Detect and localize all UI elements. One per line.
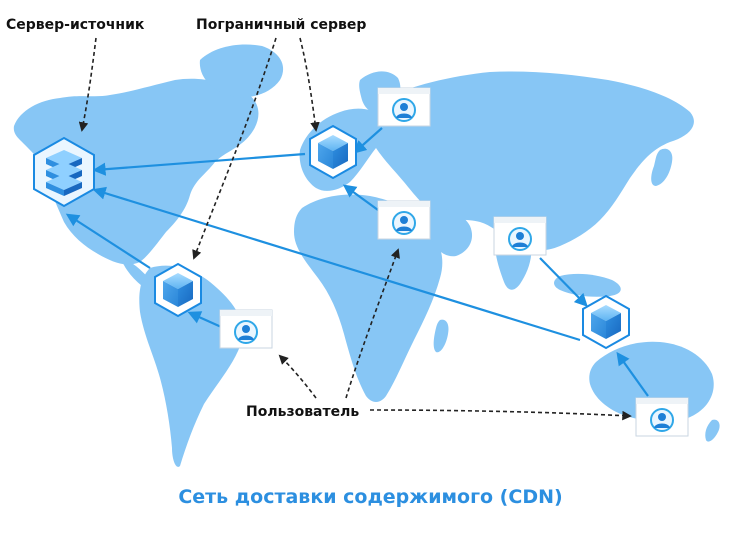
continent-japan (651, 148, 673, 186)
continent-south-america (139, 265, 243, 467)
continent-africa (294, 194, 443, 402)
link-user-russia-to-europe (353, 127, 383, 154)
cube-icon (318, 135, 348, 169)
label-origin-server: Сервер-источник (6, 17, 145, 33)
link-user-africa-to-europe (342, 184, 379, 211)
server-stack-icon (46, 150, 82, 196)
continent-new-zealand (705, 419, 720, 442)
user-avatar-icon (508, 227, 532, 251)
callout-user-africa (345, 248, 400, 399)
origin-server (33, 136, 95, 208)
user-window-africa (377, 200, 431, 240)
edge-server-europe (309, 124, 357, 180)
callout-user-australia (369, 409, 632, 421)
edge-server-south-america (154, 262, 202, 318)
link-user-aus-to-australia (616, 351, 649, 397)
cube-icon (591, 305, 621, 339)
diagram-caption: Сеть доставки содержимого (CDN) (178, 486, 563, 508)
link-europe-to-origin (92, 152, 306, 176)
user-avatar-icon (650, 408, 674, 432)
world-map (13, 44, 720, 467)
callout-arrows (78, 37, 632, 421)
callout-edge-europe (299, 37, 320, 132)
link-user-india-to-australia (539, 257, 588, 307)
link-samerica-to-origin (65, 213, 151, 269)
user-avatar-icon (392, 211, 416, 235)
continent-arabia (428, 208, 473, 257)
link-australia-to-origin (92, 186, 581, 342)
cube-icon (163, 273, 193, 307)
user-window-india (493, 216, 547, 256)
label-edge-server: Пограничный сервер (196, 17, 367, 33)
callout-edge-samerica (192, 37, 277, 260)
user-window-australia (635, 397, 689, 437)
callout-user-samerica (278, 354, 317, 399)
continent-asia (371, 71, 694, 251)
label-user: Пользователь (246, 404, 360, 420)
user-window-russia (377, 87, 431, 127)
user-avatar-icon (234, 320, 258, 344)
user-avatar-icon (392, 98, 416, 122)
user-window-south-america (219, 309, 273, 349)
continent-indonesia (554, 273, 621, 297)
continent-madagascar (433, 319, 449, 353)
callout-origin (78, 37, 97, 132)
edge-server-australia (582, 294, 630, 350)
continent-greenland (199, 44, 284, 98)
